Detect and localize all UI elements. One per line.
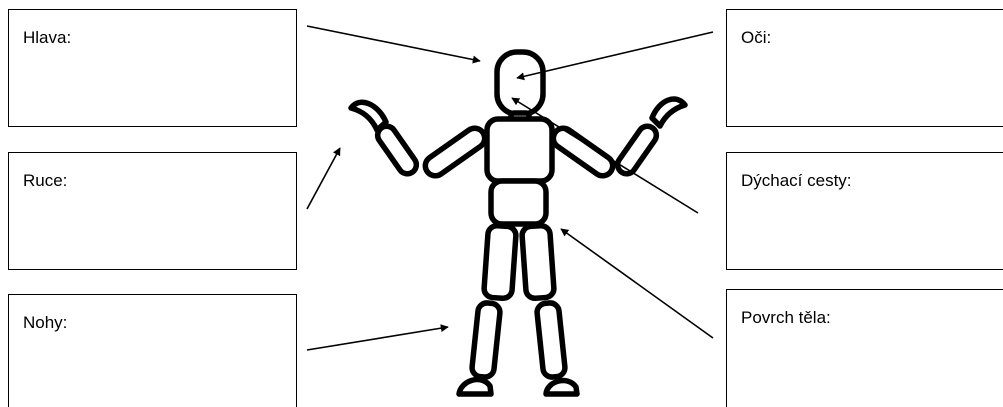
mannequin-left-thigh bbox=[484, 225, 517, 299]
mannequin-left-shin bbox=[471, 302, 501, 378]
hands-pointer-arrow bbox=[307, 148, 340, 209]
mannequin-left-arm bbox=[351, 102, 489, 179]
mannequin-left-foot bbox=[459, 380, 491, 394]
mannequin-pelvis bbox=[491, 181, 546, 224]
body-surface-pointer-arrow bbox=[561, 229, 713, 338]
mannequin-right-foot bbox=[546, 381, 577, 394]
mannequin-chest bbox=[487, 119, 552, 181]
head-pointer-arrow bbox=[307, 26, 480, 61]
legs-pointer-arrow bbox=[307, 327, 448, 350]
mannequin-right-shin bbox=[536, 302, 566, 378]
mannequin-right-thigh bbox=[522, 225, 555, 299]
mannequin-figure bbox=[351, 52, 685, 394]
eyes-pointer-arrow bbox=[517, 32, 713, 78]
mannequin-right-arm bbox=[549, 99, 685, 180]
mannequin-head bbox=[497, 52, 543, 114]
mannequin-legs bbox=[459, 225, 577, 394]
